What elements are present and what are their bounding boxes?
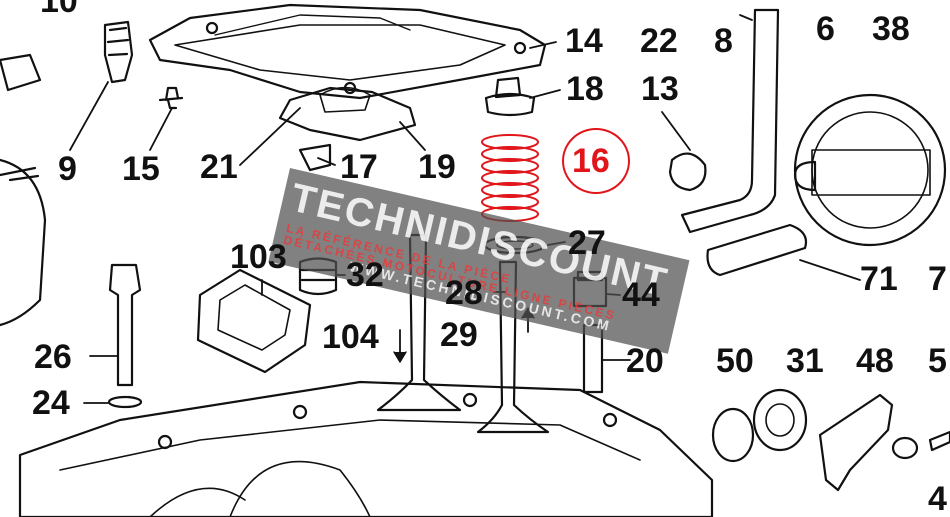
callout-10: 10 [40, 0, 78, 20]
callout-48: 48 [856, 342, 894, 380]
left-tube-part [0, 53, 42, 92]
screw-15-part [158, 86, 184, 110]
callout-71: 71 [860, 260, 898, 298]
top-cover-14-part [148, 3, 547, 100]
highlight-circle [562, 128, 630, 194]
callout-28: 28 [445, 274, 483, 312]
left-tank-part [0, 158, 47, 327]
callout-5: 5 [928, 342, 947, 380]
pipe-6-part [680, 8, 780, 234]
callout-32: 32 [346, 256, 384, 294]
cylinder-head-part [18, 380, 714, 517]
callout-27: 27 [568, 224, 606, 262]
callout-13: 13 [641, 70, 679, 108]
callout-21: 21 [200, 148, 238, 186]
callout-26: 26 [34, 338, 72, 376]
callout-29: 29 [440, 316, 478, 354]
callout-14: 14 [565, 22, 603, 60]
left-nozzle-part [0, 166, 40, 182]
callout-8: 8 [714, 22, 733, 60]
callout-50: 50 [716, 342, 754, 380]
valve-28-part [476, 260, 550, 434]
hose-71-part [706, 223, 808, 277]
callout-16: 16 [572, 142, 610, 180]
callout-6: 6 [816, 10, 835, 48]
washer-4-part [891, 436, 919, 460]
valve-cap-18-part [484, 76, 536, 117]
callout-22: 22 [640, 22, 678, 60]
seal-31-part [752, 388, 808, 452]
pin-5-part [928, 430, 950, 452]
callout-15: 15 [122, 150, 160, 188]
callout-7: 7 [928, 260, 947, 298]
callout-103: 103 [230, 238, 287, 276]
fan-38-part [793, 93, 947, 247]
callout-38: 38 [872, 10, 910, 48]
callout-24: 24 [32, 384, 70, 422]
gasket-103-part [196, 268, 312, 374]
callout-31: 31 [786, 342, 824, 380]
valve-spring-16-part [481, 134, 539, 222]
callout-19: 19 [418, 148, 456, 186]
bolt-26-part [108, 263, 142, 387]
washer-24-part [107, 395, 143, 409]
callout-4: 4 [928, 480, 947, 517]
callout-44: 44 [622, 276, 660, 314]
callout-20: 20 [626, 342, 664, 380]
bracket-48-part [818, 393, 894, 492]
ring-50-part [711, 407, 755, 463]
callout-9: 9 [58, 150, 77, 188]
callout-104: 104 [322, 318, 379, 356]
bolt-9-part [103, 20, 134, 84]
rocker-bracket-19-part [278, 86, 417, 142]
callout-18: 18 [566, 70, 604, 108]
clamp-13-part [668, 152, 707, 192]
callout-17: 17 [340, 148, 378, 186]
